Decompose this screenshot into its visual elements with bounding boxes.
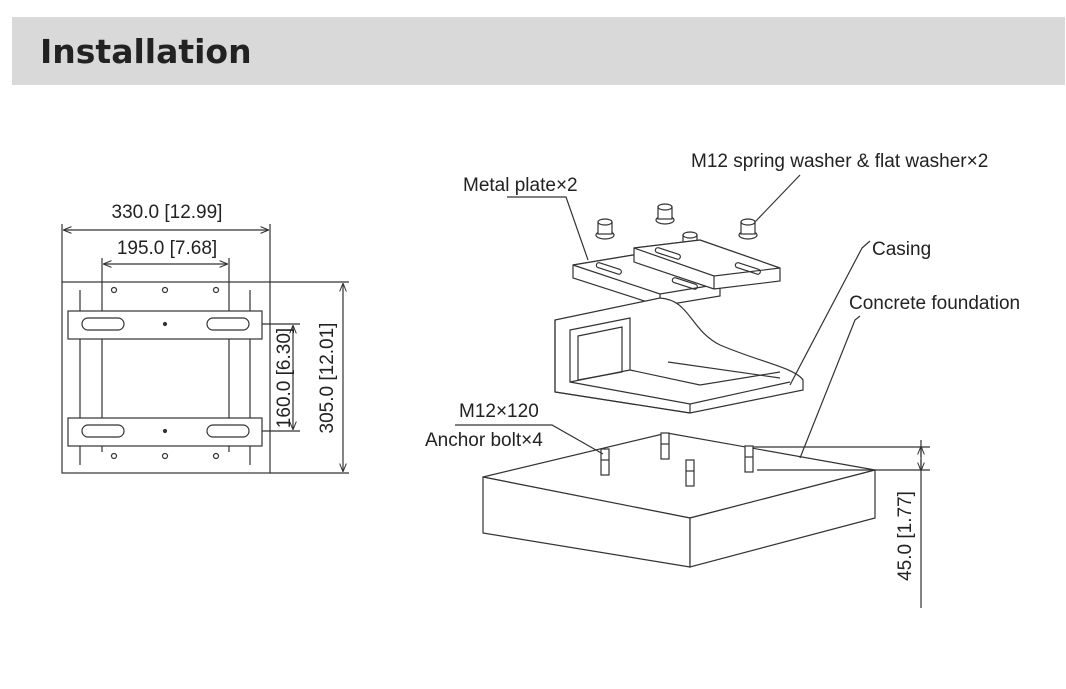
washer-label: M12 spring washer & flat washer×2: [691, 151, 988, 172]
casing: [554, 297, 804, 414]
width-inner-label: 195.0 [7.68]: [117, 238, 217, 259]
slot-hole: [81, 424, 125, 438]
depth-label: 45.0 [1.77]: [895, 491, 916, 581]
plate-leader: [507, 196, 589, 261]
washer-icon: [595, 218, 615, 240]
metal-plate: [572, 254, 721, 307]
washer-icon: [738, 218, 758, 240]
plate-label: Metal plate×2: [463, 175, 578, 196]
concrete-foundation: [482, 432, 876, 568]
foundation-label: Concrete foundation: [849, 293, 1020, 314]
metal-plate: [633, 239, 781, 290]
bolt-size-label: M12×120: [459, 401, 539, 422]
anchor-bolt: [600, 448, 610, 476]
exploded-view-drawing: [455, 174, 930, 608]
anchor-bolt: [744, 445, 754, 473]
casing-label: Casing: [872, 239, 931, 260]
bolt-leader: [455, 424, 604, 455]
washer-leader: [754, 174, 801, 223]
slot-hole: [206, 317, 250, 331]
washer-icon: [655, 203, 675, 225]
anchor-bolt: [685, 459, 695, 487]
casing-leader: [789, 240, 871, 386]
anchor-bolt: [660, 432, 670, 460]
base-plate-outline: [61, 281, 271, 474]
section-header: Installation: [12, 17, 1065, 85]
foundation-leader: [799, 315, 861, 459]
top-view-drawing: [61, 224, 349, 474]
width-outer-label: 330.0 [12.99]: [112, 202, 223, 223]
height-inner-label: 160.0 [6.30]: [274, 328, 295, 428]
height-outer-label: 305.0 [12.01]: [317, 323, 338, 434]
section-title: Installation: [40, 32, 252, 71]
slot-hole: [206, 424, 250, 438]
bolt-label: Anchor bolt×4: [425, 430, 543, 451]
slot-hole: [81, 317, 125, 331]
